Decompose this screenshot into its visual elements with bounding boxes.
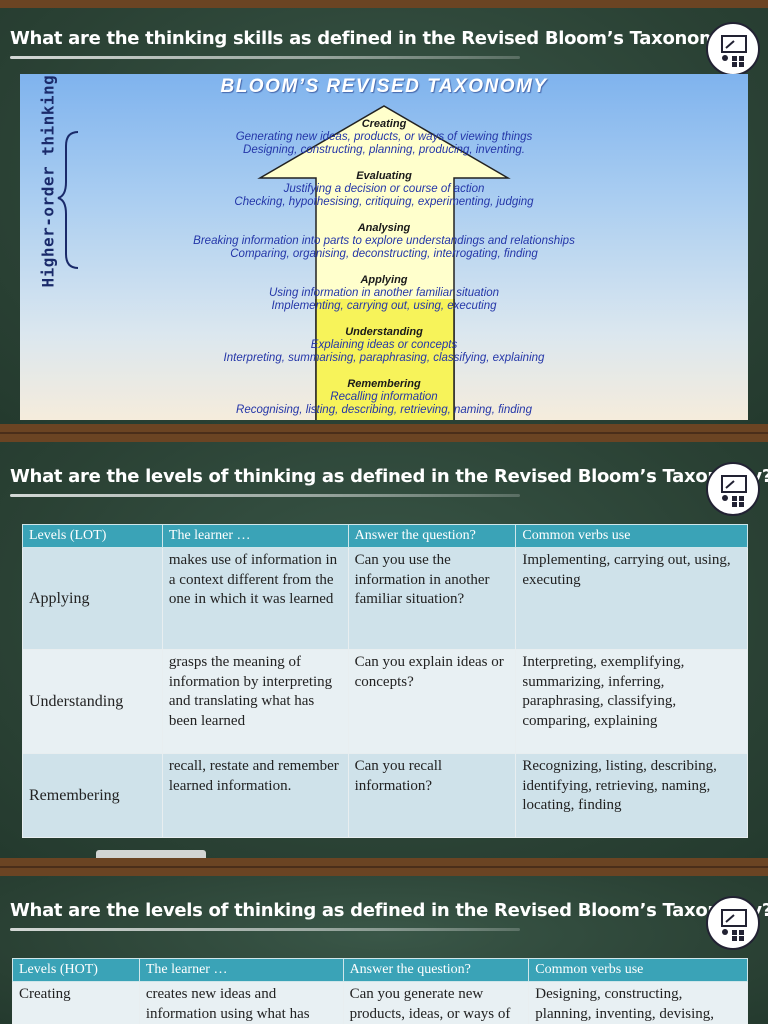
hot-levels-table: Levels (HOT) The learner … Answer the qu…	[12, 958, 748, 1024]
table-header-row: Levels (HOT) The learner … Answer the qu…	[12, 958, 748, 982]
row-question: Can you use the information in another f…	[347, 547, 517, 650]
table-header-row: Levels (LOT) The learner … Answer the qu…	[22, 524, 748, 548]
header-learner: The learner …	[138, 958, 344, 982]
header-question: Answer the question?	[347, 524, 517, 548]
table-row: Remembering recall, restate and remember…	[22, 753, 748, 838]
level-evaluating: Evaluating Justifying a decision or cour…	[234, 170, 534, 208]
slide-title: What are the levels of thinking as defin…	[10, 900, 768, 921]
table-row: Understanding grasps the meaning of info…	[22, 649, 748, 754]
header-verbs: Common verbs use	[528, 958, 748, 982]
table-row: Applying makes use of information in a c…	[22, 547, 748, 650]
slide-hot-levels: What are the levels of thinking as defin…	[0, 868, 768, 1024]
level-understanding: Understanding Explaining ideas or concep…	[223, 326, 545, 364]
level-remembering: Remembering Recalling information Recogn…	[236, 378, 532, 416]
chalk-stick	[96, 850, 206, 858]
header-levels: Levels (HOT)	[12, 958, 140, 982]
row-verbs: Interpreting, exemplifying, summarizing,…	[515, 649, 748, 754]
row-learner: creates new ideas and information using …	[138, 981, 344, 1024]
level-creating: Creating Generating new ideas, products,…	[235, 118, 533, 156]
header-levels: Levels (LOT)	[22, 524, 163, 548]
chalk-underline	[10, 56, 520, 59]
chalk-underline	[10, 494, 520, 497]
lot-levels-table: Levels (LOT) The learner … Answer the qu…	[22, 524, 748, 838]
teacher-board-icon	[706, 896, 760, 950]
level-analysing: Analysing Breaking information into part…	[193, 222, 575, 260]
header-verbs: Common verbs use	[515, 524, 748, 548]
slide-title: What are the thinking skills as defined …	[10, 28, 740, 49]
teacher-board-icon	[706, 462, 760, 516]
row-learner: grasps the meaning of information by int…	[161, 649, 349, 754]
upward-arrow	[57, 105, 511, 420]
row-verbs: Recognizing, listing, describing, identi…	[515, 753, 748, 838]
row-level: Applying	[22, 547, 163, 650]
slide-lot-levels: What are the levels of thinking as defin…	[0, 434, 768, 866]
chalk-underline	[10, 928, 520, 931]
row-level: Remembering	[22, 753, 163, 838]
level-applying: Applying Using information in another fa…	[268, 274, 500, 312]
row-question: Can you generate new products, ideas, or…	[342, 981, 530, 1024]
row-learner: makes use of information in a context di…	[161, 547, 349, 650]
slide-title: What are the levels of thinking as defin…	[10, 466, 768, 487]
row-question: Can you explain ideas or concepts?	[347, 649, 517, 754]
teacher-board-icon	[706, 22, 760, 76]
header-learner: The learner …	[161, 524, 349, 548]
table-row: Creating creates new ideas and informati…	[12, 981, 748, 1024]
slide-thinking-skills: What are the thinking skills as defined …	[0, 0, 768, 432]
row-learner: recall, restate and remember learned inf…	[161, 753, 349, 838]
row-question: Can you recall information?	[347, 753, 517, 838]
row-level: Creating	[12, 981, 140, 1024]
row-verbs: Designing, constructing, planning, inven…	[528, 981, 748, 1024]
header-question: Answer the question?	[342, 958, 530, 982]
row-level: Understanding	[22, 649, 163, 754]
blooms-taxonomy-figure: BLOOM’S REVISED TAXONOMY Higher-order th…	[20, 74, 748, 420]
figure-heading: BLOOM’S REVISED TAXONOMY	[220, 76, 548, 97]
row-verbs: Implementing, carrying out, using, execu…	[515, 547, 748, 650]
